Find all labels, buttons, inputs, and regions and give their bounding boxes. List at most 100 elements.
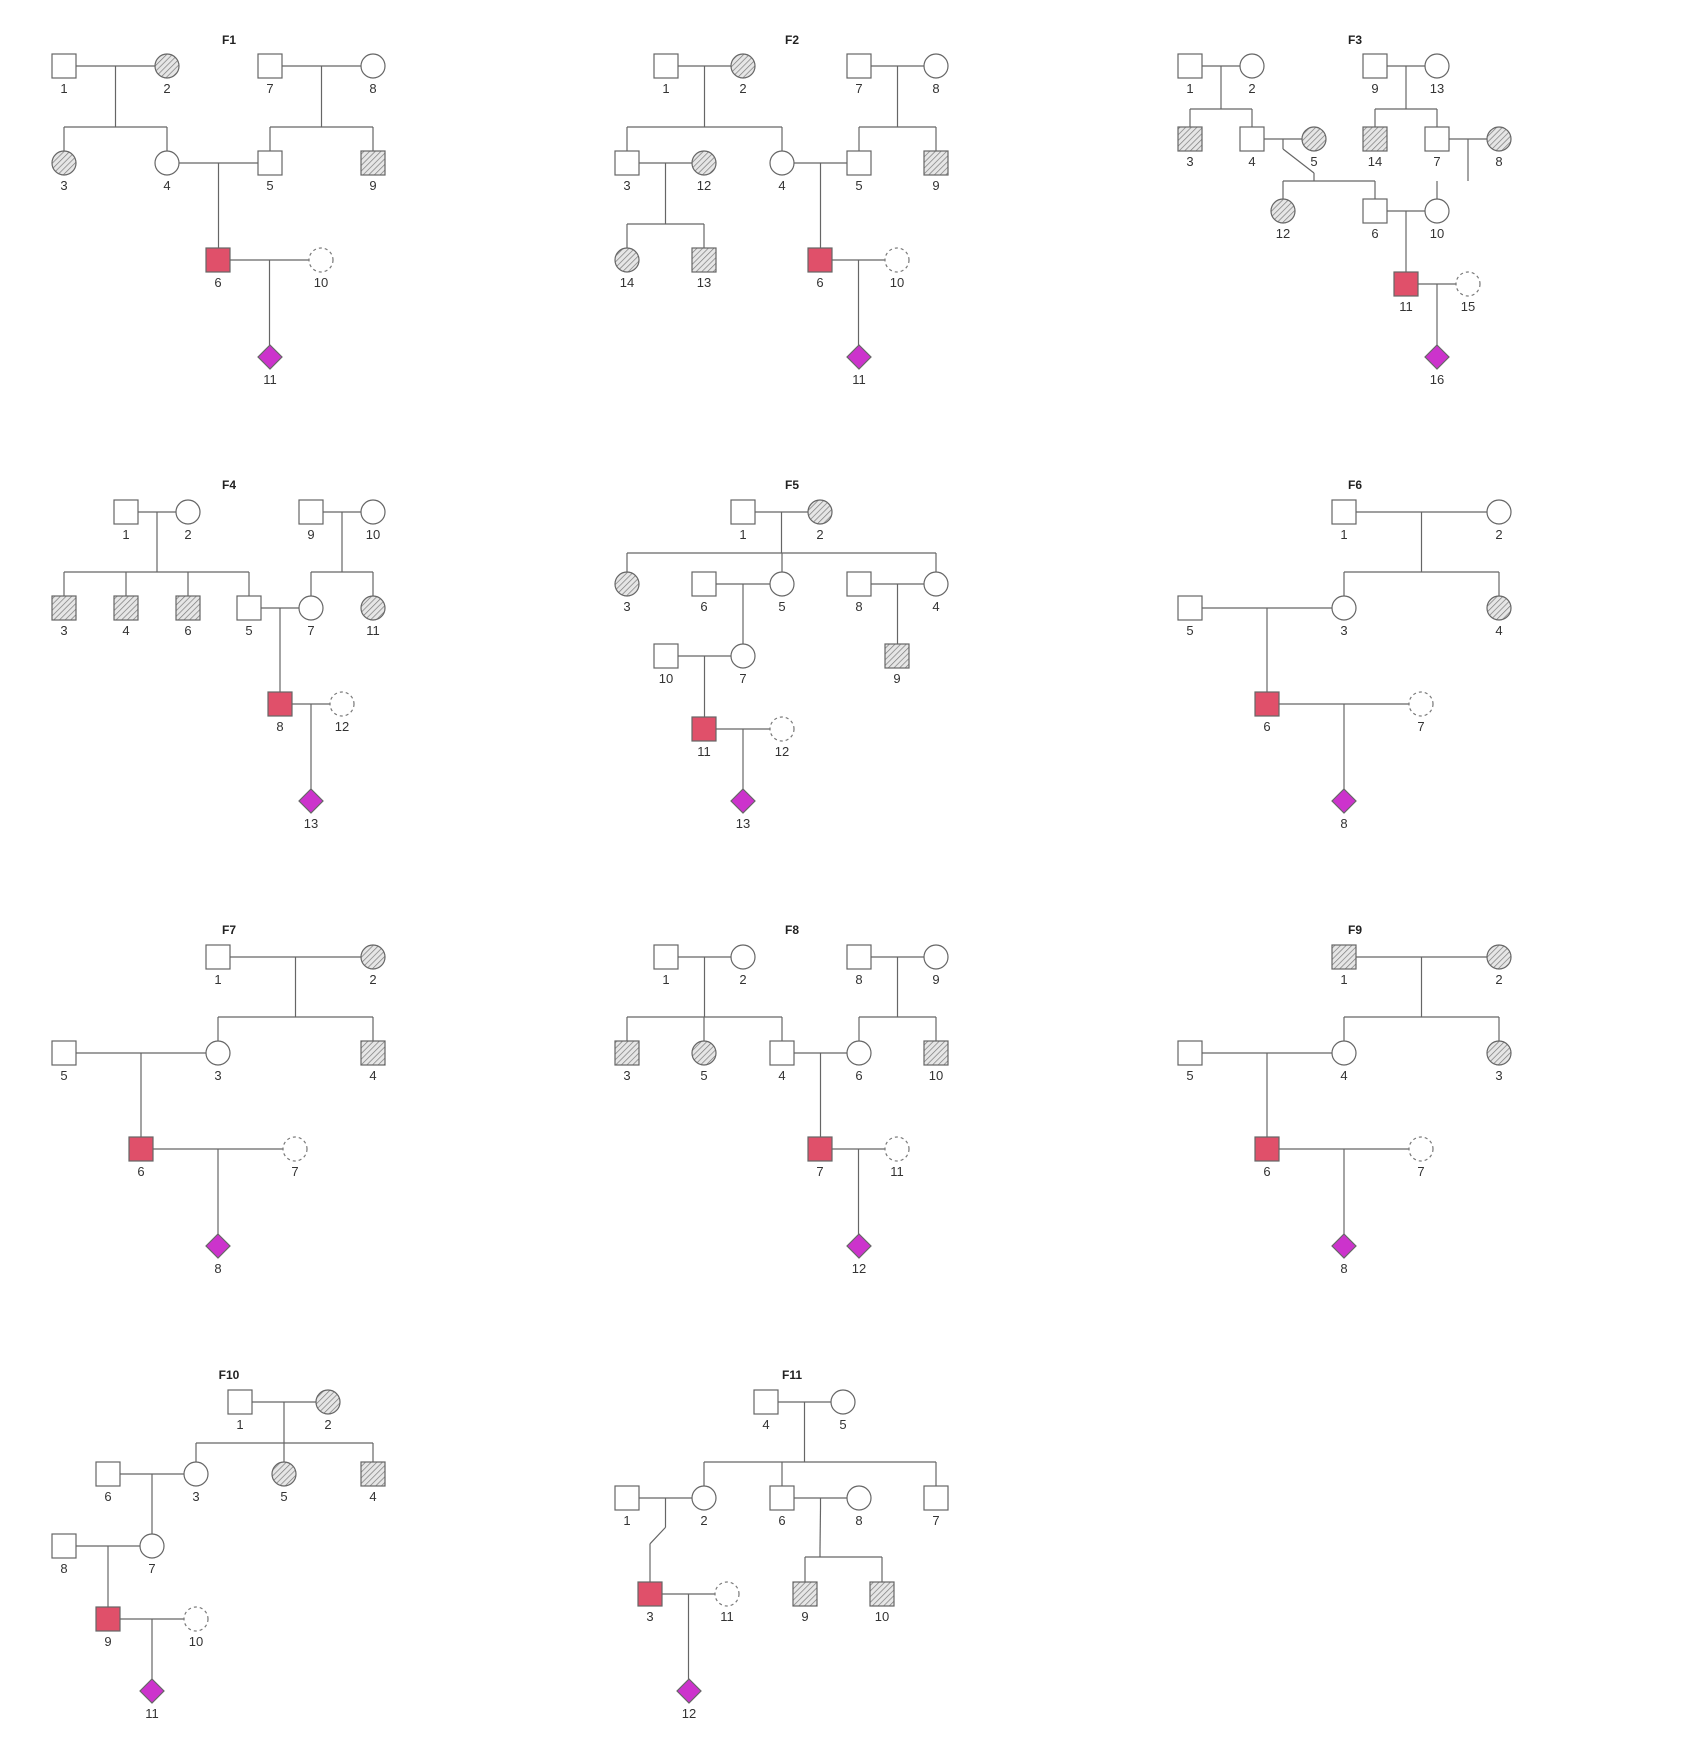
individual-f5-3 (614, 571, 640, 597)
family-title: F3 (1348, 33, 1362, 47)
individual-f6-5 (1177, 595, 1203, 621)
individual-f1-8 (360, 53, 386, 79)
individual-label: 7 (266, 81, 273, 96)
individual-f7-3 (205, 1040, 231, 1066)
individual-f5-8 (846, 571, 872, 597)
individual-f5-13 (730, 788, 756, 814)
individual-f8-6 (846, 1040, 872, 1066)
individual-f8-2 (730, 944, 756, 970)
individual-label: 10 (366, 527, 380, 542)
individual-label: 6 (778, 1513, 785, 1528)
individual-f3-11 (1393, 271, 1419, 297)
individual-f1-1 (51, 53, 77, 79)
individual-label: 6 (1263, 1164, 1270, 1179)
individual-label: 7 (816, 1164, 823, 1179)
individual-label: 11 (697, 744, 711, 759)
individual-label: 12 (1276, 226, 1290, 241)
individual-f11-9 (792, 1581, 818, 1607)
individual-label: 4 (122, 623, 129, 638)
individual-f1-11 (257, 344, 283, 370)
individual-label: 8 (855, 972, 862, 987)
individual-label: 2 (163, 81, 170, 96)
family-title: F6 (1348, 478, 1362, 492)
individual-label: 8 (276, 719, 283, 734)
individual-f10-3 (183, 1461, 209, 1487)
individual-label: 13 (304, 816, 318, 831)
individual-label: 9 (801, 1609, 808, 1624)
individual-f8-1 (653, 944, 679, 970)
individual-label: 14 (1368, 154, 1382, 169)
individual-label: 7 (307, 623, 314, 638)
individual-label: 6 (1371, 226, 1378, 241)
individual-label: 2 (184, 527, 191, 542)
individual-f3-9 (1362, 53, 1388, 79)
family-title: F9 (1348, 923, 1362, 937)
individual-f10-11 (139, 1678, 165, 1704)
individual-label: 12 (682, 1706, 696, 1721)
individual-f2-6 (807, 247, 833, 273)
individual-label: 14 (620, 275, 634, 290)
individual-f4-12 (329, 691, 355, 717)
individual-label: 5 (60, 1068, 67, 1083)
individual-f1-10 (308, 247, 334, 273)
individual-f2-2 (730, 53, 756, 79)
individual-label: 3 (623, 178, 630, 193)
individual-f7-5 (51, 1040, 77, 1066)
individual-label: 6 (1263, 719, 1270, 734)
individual-label: 4 (1340, 1068, 1347, 1083)
individual-label: 5 (778, 599, 785, 614)
individual-label: 10 (875, 1609, 889, 1624)
individual-f5-1 (730, 499, 756, 525)
individual-f11-2 (691, 1485, 717, 1511)
individual-f9-7 (1408, 1136, 1434, 1162)
individual-f8-7 (807, 1136, 833, 1162)
individual-f5-11 (691, 716, 717, 742)
individual-label: 16 (1430, 372, 1444, 387)
individual-f6-6 (1254, 691, 1280, 717)
individual-label: 3 (60, 178, 67, 193)
individual-label: 2 (739, 81, 746, 96)
individual-f4-4 (113, 595, 139, 621)
individual-label: 3 (623, 599, 630, 614)
individual-f2-5 (846, 150, 872, 176)
individual-f7-7 (282, 1136, 308, 1162)
individual-f6-7 (1408, 691, 1434, 717)
individual-label: 3 (646, 1609, 653, 1624)
individual-f9-6 (1254, 1136, 1280, 1162)
individual-label: 4 (762, 1417, 769, 1432)
individual-label: 4 (1495, 623, 1502, 638)
individual-f6-4 (1486, 595, 1512, 621)
individual-label: 4 (932, 599, 939, 614)
individual-label: 8 (855, 1513, 862, 1528)
individual-f3-8 (1486, 126, 1512, 152)
individual-f2-7 (846, 53, 872, 79)
individual-f3-1 (1177, 53, 1203, 79)
individual-label: 2 (369, 972, 376, 987)
individual-label: 8 (369, 81, 376, 96)
individual-label: 10 (1430, 226, 1444, 241)
individual-f10-10 (183, 1606, 209, 1632)
individual-f3-5 (1301, 126, 1327, 152)
individual-f7-2 (360, 944, 386, 970)
individual-label: 13 (736, 816, 750, 831)
individual-f3-16 (1424, 344, 1450, 370)
individual-label: 12 (335, 719, 349, 734)
individual-f9-3 (1486, 1040, 1512, 1066)
individual-label: 5 (700, 1068, 707, 1083)
individual-f4-5 (236, 595, 262, 621)
individual-f1-5 (257, 150, 283, 176)
individual-label: 2 (816, 527, 823, 542)
descent-line (1282, 148, 1315, 174)
individual-f9-2 (1486, 944, 1512, 970)
individual-label: 1 (623, 1513, 630, 1528)
individual-label: 11 (263, 372, 277, 387)
individual-f4-11 (360, 595, 386, 621)
individual-label: 3 (60, 623, 67, 638)
individual-label: 5 (1186, 1068, 1193, 1083)
